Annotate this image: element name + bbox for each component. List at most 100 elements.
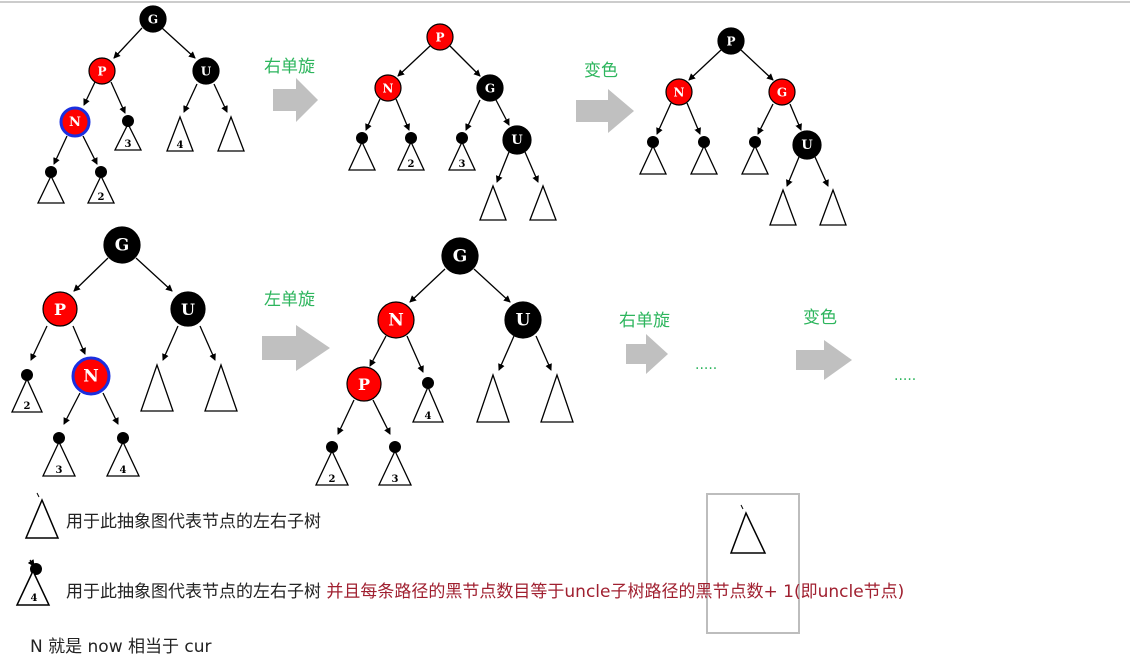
t2-subtree-3-triangle-number: 3 xyxy=(459,159,466,170)
t1-edge-p-s3 xyxy=(110,81,126,114)
t5-node-g: G xyxy=(441,237,479,275)
t1-subtree-left-dot xyxy=(45,166,57,178)
t5-node-p: P xyxy=(346,366,382,402)
t3-subtree-lr-triangle xyxy=(689,144,719,175)
t1-edge-u-r xyxy=(213,83,228,113)
ellipsis-1: ..... xyxy=(695,357,717,373)
t4-subtree-3-triangle-number: 3 xyxy=(56,465,63,476)
t3-subtree-ll-triangle xyxy=(638,144,668,175)
t1-subtree-left-triangle xyxy=(36,174,66,204)
t1-edge-p-n xyxy=(83,81,96,106)
t4-edge-n-r xyxy=(102,392,119,425)
t5-node-u-label: U xyxy=(516,311,531,331)
t4-edge-u-r xyxy=(199,325,216,361)
t3-node-u: U xyxy=(792,130,822,160)
t2-subtree-left-triangle xyxy=(347,140,377,171)
t3-edge-u-r xyxy=(814,156,829,187)
t4-node-p-label: P xyxy=(54,300,66,319)
t4-node-p: P xyxy=(42,291,78,327)
t1-subtree-2-triangle: 2 xyxy=(86,174,116,204)
t4-subtree-4-dot xyxy=(117,432,129,444)
t4-edge-g-u xyxy=(135,257,173,292)
t5-subtree-u-r xyxy=(540,372,574,423)
t5-edge-g-u xyxy=(473,268,511,303)
t4-subtree-3-triangle: 3 xyxy=(41,440,77,477)
t3-subtree-gl-dot xyxy=(749,136,761,148)
t3-edge-p-n xyxy=(688,49,722,81)
t5-subtree-4-triangle-number: 4 xyxy=(425,411,432,422)
t2-node-p-label: P xyxy=(435,31,444,45)
t5-subtree-2-triangle: 2 xyxy=(314,449,350,486)
t4-edge-p-n xyxy=(72,325,86,355)
t5-subtree-3-triangle: 3 xyxy=(377,449,413,486)
t3-subtree-lr-dot xyxy=(698,136,710,148)
t2-node-g: G xyxy=(476,74,504,102)
t4-subtree-2-triangle-number: 2 xyxy=(24,401,31,412)
t5-subtree-3-dot xyxy=(389,441,401,453)
t5-edge-n-s4 xyxy=(406,335,424,373)
t5-subtree-4-dot xyxy=(422,377,434,389)
t3-subtree-gl-triangle xyxy=(740,144,770,175)
t2-node-n-label: N xyxy=(383,82,394,96)
t5-edge-g-n xyxy=(409,268,446,303)
t3-subtree-u-r xyxy=(819,188,847,226)
t3-edge-n-r xyxy=(686,102,701,135)
t4-subtree-2-dot xyxy=(21,369,33,381)
t1-subtree-2-dot xyxy=(95,166,107,178)
t5-subtree-2-dot xyxy=(326,441,338,453)
t3-node-n-label: N xyxy=(674,86,685,100)
t1-node-u: U xyxy=(192,57,220,85)
t2-node-u: U xyxy=(502,125,532,155)
legend-n-note: N 就是 now 相当于 cur xyxy=(30,637,212,657)
t2-subtree-3-dot xyxy=(456,132,468,144)
t1-node-u-label: U xyxy=(201,65,212,79)
step-label-recolor: 变色 xyxy=(584,61,618,81)
t3-edge-p-g xyxy=(740,49,774,81)
t4-subtree-4-triangle: 4 xyxy=(105,440,141,477)
t5-edge-u-l xyxy=(498,335,515,371)
step-arrow-4 xyxy=(626,334,668,374)
t4-subtree-4-triangle-number: 4 xyxy=(120,465,127,476)
t2-edge-u-r xyxy=(524,151,539,183)
step-arrow-2 xyxy=(576,89,634,133)
legend-blackdot-extra: 并且每条路径的黑节点数目等于uncle子树路径的黑节点数+ 1(即uncle节点… xyxy=(326,582,905,602)
t1-edge-g-p xyxy=(113,27,143,59)
t1-subtree-u-r xyxy=(217,115,245,152)
t5-node-g-label: G xyxy=(453,247,468,267)
t4-node-n: N xyxy=(71,356,111,396)
t3-node-p: P xyxy=(717,27,745,55)
t1-node-g: G xyxy=(139,5,167,33)
t2-edge-p-n xyxy=(397,45,431,77)
t3-subtree-u-l xyxy=(769,188,797,226)
t1-subtree-3-triangle-number: 3 xyxy=(125,139,132,150)
t4-subtree-2-triangle: 2 xyxy=(10,377,44,413)
t1-edge-g-u xyxy=(161,27,196,59)
t2-subtree-2-triangle-number: 2 xyxy=(408,159,415,170)
t3-node-p-label: P xyxy=(726,35,735,49)
t4-subtree-3-dot xyxy=(53,432,65,444)
t2-node-p: P xyxy=(426,23,454,51)
t5-node-n: N xyxy=(377,301,415,339)
t3-node-g-label: G xyxy=(777,86,787,100)
t2-edge-g-u xyxy=(495,99,510,126)
step-label-rotate-right-2: 右单旋 xyxy=(619,311,670,331)
ellipsis-2: ..... xyxy=(894,368,916,384)
t5-node-n-label: N xyxy=(388,311,404,331)
t3-node-u-label: U xyxy=(801,138,813,153)
t5-edge-n-p xyxy=(369,335,387,367)
t1-subtree-2-triangle-number: 2 xyxy=(98,192,105,203)
t5-subtree-2-triangle-number: 2 xyxy=(329,474,336,485)
t2-edge-n-l xyxy=(365,98,381,131)
t4-subtree-u-r xyxy=(204,363,238,412)
t4-node-n-label: N xyxy=(83,367,99,387)
t1-subtree-4: 4 xyxy=(166,115,194,152)
sample-triangle-icon xyxy=(729,504,767,554)
t1-subtree-4-number: 4 xyxy=(177,140,184,151)
step-arrow-3 xyxy=(262,325,330,371)
subtree-triangles: 3 4 2 2 3 2 3 4 4 2 3 xyxy=(10,115,847,486)
t2-subtree-3-triangle: 3 xyxy=(447,140,477,171)
t3-edge-u-l xyxy=(786,156,800,187)
t2-edge-g-s3 xyxy=(465,99,481,131)
step-label-rotate-left: 左单旋 xyxy=(264,290,315,310)
